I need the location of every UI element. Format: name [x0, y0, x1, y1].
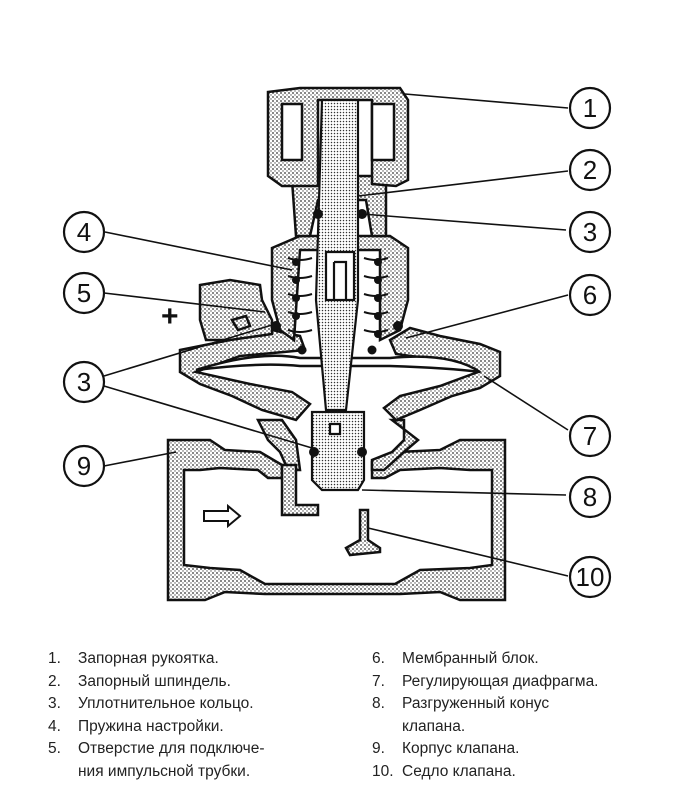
legend-num: 5.: [48, 740, 61, 758]
spring-coil-dots: [292, 258, 382, 338]
legend-num: 9.: [372, 740, 385, 758]
legend-text: Разгруженный конус: [402, 695, 550, 713]
legend-item: 2. Запорный шпиндель.: [48, 671, 348, 694]
spindle-and-cone: [310, 98, 366, 492]
callout-numbers: 1 2 3 4 5 6 3 7 9 8 10: [77, 93, 605, 592]
valve-cross-section-diagram: 1 2 3 4 5 6 3 7 9 8 10 +: [62, 86, 612, 602]
legend-item: 10. Седло клапана.: [372, 761, 692, 784]
legend-text-continuation: клапана.: [402, 717, 466, 735]
callout-2: 2: [583, 155, 597, 185]
legend-num: 2.: [48, 672, 61, 690]
legend-item: 4. Пружина настройки.: [48, 716, 348, 739]
callout-circles: [62, 86, 612, 599]
bonnet: [266, 86, 410, 343]
callout-5: 5: [77, 278, 91, 308]
legend-num: 3.: [48, 695, 61, 713]
legend-text-continuation: ния импульсной трубки.: [78, 762, 251, 780]
callout-4: 4: [77, 217, 91, 247]
callout-10: 10: [576, 562, 605, 592]
legend-num: 7.: [372, 672, 385, 690]
legend-left-column: 1. Запорная рукоятка. 2. Запорный шпиндель…: [48, 648, 348, 784]
callout-8: 8: [583, 482, 597, 512]
legend-text: Отверстие для подключе-: [78, 740, 265, 758]
legend-text: Корпус клапана.: [402, 740, 520, 758]
leader-lines: [103, 93, 569, 577]
legend-item: 3. Уплотнительное кольцо.: [48, 693, 348, 716]
legend-right-column: 6. Мембранный блок. 7. Регулирующая диафра…: [372, 648, 692, 784]
legend-num: 1.: [48, 650, 61, 667]
legend-num: 8.: [372, 695, 385, 713]
legend-item: 8. Разгруженный конус: [372, 693, 692, 716]
legend-text: Запорный шпиндель.: [78, 672, 231, 690]
legend-text: Регулирующая диафрагма.: [402, 672, 599, 690]
legend-text: Пружина настройки.: [78, 717, 224, 735]
legend-text: Седло клапана.: [402, 762, 516, 780]
flow-arrow-icon: [203, 503, 242, 529]
callout-3-right: 3: [583, 217, 597, 247]
legend-text: Уплотнительное кольцо.: [78, 695, 254, 713]
legend-num: 10.: [372, 762, 394, 780]
legend-item: 9. Корпус клапана.: [372, 738, 692, 761]
callout-6: 6: [583, 280, 597, 310]
legend-text: Мембранный блок.: [402, 650, 539, 667]
legend-text: Запорная рукоятка.: [78, 650, 219, 667]
legend-num: 6.: [372, 650, 385, 667]
valve-body: [166, 418, 507, 602]
callout-7: 7: [583, 421, 597, 451]
legend-item: 5. Отверстие для подключе-: [48, 738, 348, 761]
legend-num: 4.: [48, 717, 61, 735]
legend-item: 6. Мембранный блок.: [372, 648, 692, 671]
legend-item: 7. Регулирующая диафрагма.: [372, 671, 692, 694]
o-rings: [271, 209, 403, 457]
callout-1: 1: [583, 93, 597, 123]
plus-sign: +: [161, 300, 179, 333]
callout-3-left: 3: [77, 367, 91, 397]
callout-9: 9: [77, 451, 91, 481]
legend-item: 1. Запорная рукоятка.: [48, 648, 348, 671]
